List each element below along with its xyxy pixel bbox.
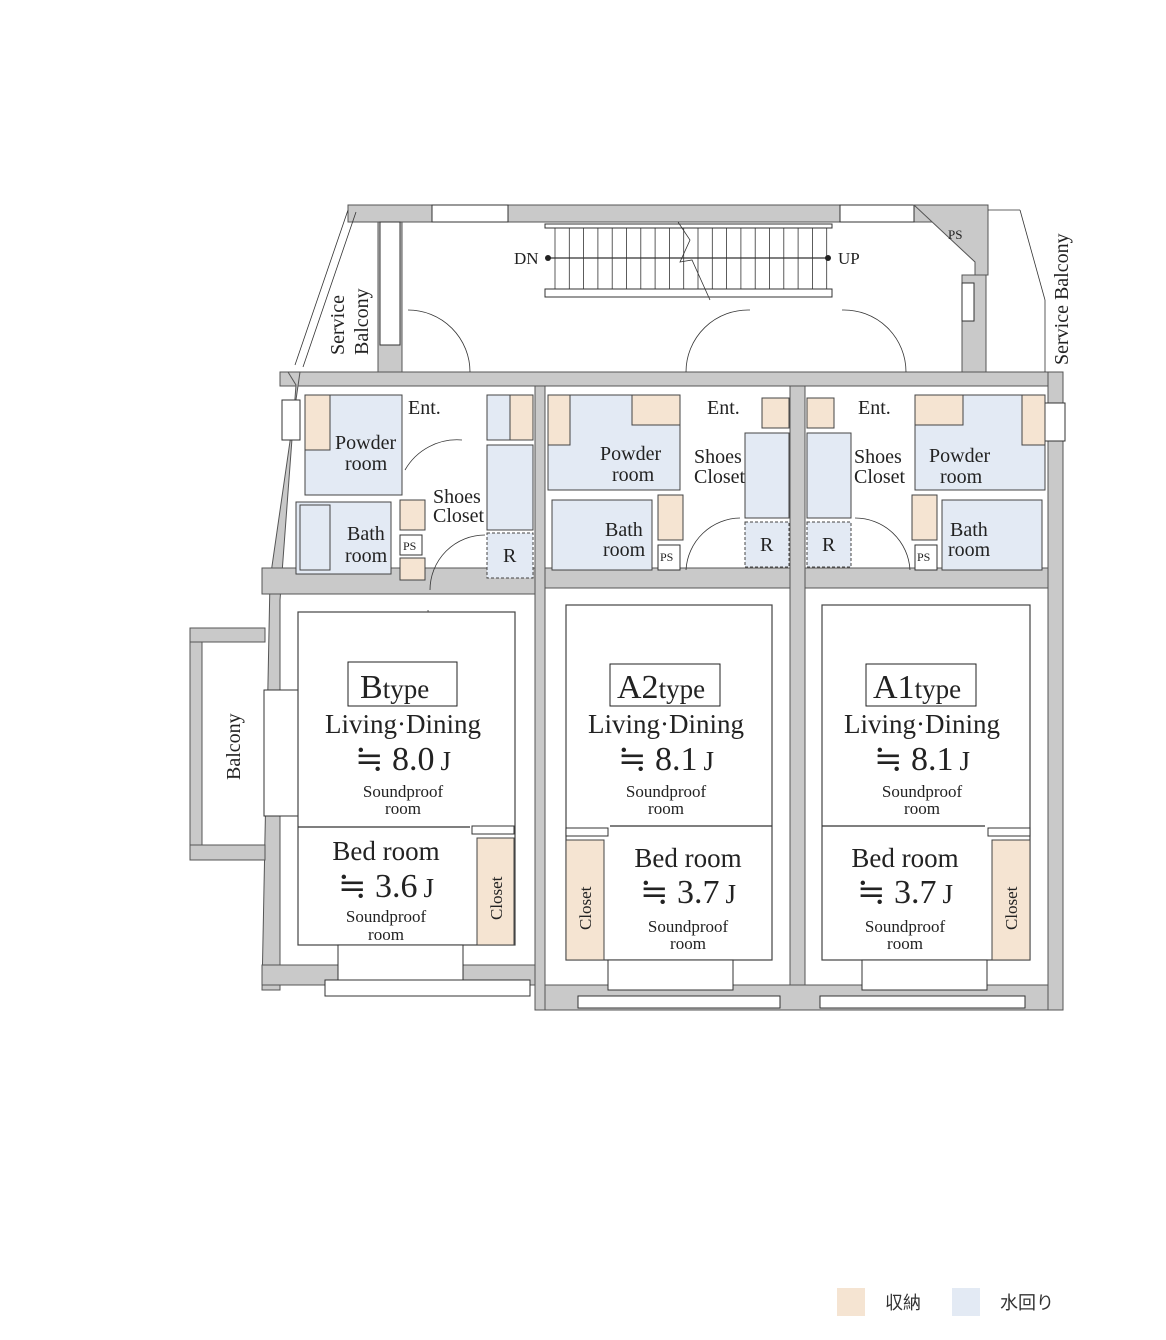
unit-b-ent-label: Ent. [408, 397, 441, 419]
unit-a1-ent-label: Ent. [858, 397, 891, 419]
unit-b-powder-label-1: Powder [335, 432, 396, 454]
unit-b-bath-label-1: Bath [347, 523, 385, 545]
unit-b-bed-unit: J [423, 873, 434, 903]
unit-a2-type-main: A2 [617, 669, 659, 706]
unit-b-shoes-label-1: Shoes [433, 486, 481, 508]
unit-b-closet-label: Closet [487, 876, 506, 920]
svg-text:≒ 8.1J: ≒ 8.1J [618, 741, 714, 778]
unit-b-ps-label: PS [403, 539, 416, 553]
unit-a1-type-suffix: type [915, 674, 962, 704]
unit-a1-fridge-label: R [822, 534, 836, 556]
legend-water: 水回り [952, 1288, 1054, 1316]
stairs-up-label: UP [838, 249, 860, 268]
unit-a2-bath-label-1: Bath [605, 519, 643, 541]
unit-a2-bed-room: room [670, 934, 706, 953]
stairs-down-label: DN [514, 249, 539, 268]
legend-storage-label: 収納 [885, 1293, 921, 1314]
svg-text:Btype: Btype [360, 669, 429, 706]
unit-a1-bed-unit: J [942, 879, 953, 909]
unit-a1-powder-label-2: room [940, 466, 983, 488]
unit-a2-living-area: ≒ 8.1 [618, 741, 698, 778]
unit-a2-shoes-label-1: Shoes [694, 446, 742, 468]
unit-a1-shoes-label-1: Shoes [854, 446, 902, 468]
balcony-label: Balcony [223, 713, 245, 780]
ps-label-common: PS [948, 227, 962, 242]
unit-b-living-soundproof: Soundproof [363, 782, 444, 801]
svg-text:A1type: A1type [873, 669, 961, 706]
svg-text:A2type: A2type [617, 669, 705, 706]
unit-b-bed-room: room [368, 925, 404, 944]
unit-a1-rooms [821, 604, 1031, 991]
service-balcony-left-label-2: Balcony [351, 288, 373, 355]
unit-a1-bed-room: room [887, 934, 923, 953]
unit-b-living-room: room [385, 799, 421, 818]
unit-a1-shoes-label-2: Closet [854, 466, 906, 488]
unit-a1-bath-label-2: room [948, 539, 991, 561]
unit-b-living-label: Living·Dining [325, 709, 481, 739]
unit-a1-living-unit: J [959, 746, 970, 776]
svg-text:≒ 3.6J: ≒ 3.6J [338, 868, 434, 905]
unit-b-bed-area: ≒ 3.6 [338, 868, 418, 905]
svg-text:≒ 3.7J: ≒ 3.7J [857, 874, 953, 911]
unit-a2-bed-soundproof: Soundproof [648, 917, 729, 936]
unit-a2-ps-label: PS [660, 550, 673, 564]
unit-a1-bed-soundproof: Soundproof [865, 917, 946, 936]
unit-a2-living-unit: J [703, 746, 714, 776]
legend-storage: 収納 [837, 1288, 921, 1316]
unit-b-living-area: ≒ 8.0 [355, 741, 435, 778]
svg-text:≒ 8.1J: ≒ 8.1J [874, 741, 970, 778]
svg-text:≒ 8.0J: ≒ 8.0J [355, 741, 451, 778]
unit-a2-rooms [565, 604, 773, 991]
staircase [544, 221, 833, 301]
unit-a2-wet-area [547, 309, 790, 661]
unit-a1-wet-area [806, 309, 1046, 661]
svg-text:≒ 3.7J: ≒ 3.7J [640, 874, 736, 911]
unit-a1-ps-label: PS [917, 550, 930, 564]
unit-b-powder-label-2: room [345, 453, 388, 475]
unit-a1-living-area: ≒ 8.1 [874, 741, 954, 778]
unit-b-type-main: B [360, 669, 383, 706]
unit-a2-type-suffix: type [659, 674, 706, 704]
unit-a2-powder-label-2: room [612, 464, 655, 486]
service-balcony-right-label: Service Balcony [1051, 233, 1073, 365]
unit-a2-fridge-label: R [760, 534, 774, 556]
unit-b-bed-label: Bed room [332, 836, 439, 866]
unit-a1-type-main: A1 [873, 669, 915, 706]
unit-a1-bed-label: Bed room [851, 843, 958, 873]
unit-b-rooms [297, 611, 516, 981]
unit-a2-closet-label: Closet [576, 886, 595, 930]
unit-a2-powder-label-1: Powder [600, 443, 661, 465]
unit-a2-shoes-label-2: Closet [694, 466, 746, 488]
unit-a1-living-label: Living·Dining [844, 709, 1000, 739]
unit-a2-bath-label-2: room [603, 539, 646, 561]
unit-a2-living-room: room [648, 799, 684, 818]
unit-a1-powder-label-1: Powder [929, 445, 990, 467]
unit-b-shoes-label-2: Closet [433, 505, 485, 527]
unit-a1-living-soundproof: Soundproof [882, 782, 963, 801]
unit-b-type-suffix: type [383, 674, 430, 704]
unit-a2-bed-unit: J [725, 879, 736, 909]
unit-a2-bed-area: ≒ 3.7 [640, 874, 720, 911]
water-swatch [952, 1288, 980, 1316]
storage-swatch [837, 1288, 865, 1316]
unit-b-living-unit: J [440, 746, 451, 776]
legend-water-label: 水回り [1000, 1293, 1054, 1314]
unit-b-bath-label-2: room [345, 545, 388, 567]
unit-a2-ent-label: Ent. [707, 397, 740, 419]
unit-a1-bath-label-1: Bath [950, 519, 988, 541]
unit-b-bed-soundproof: Soundproof [346, 907, 427, 926]
service-balcony-left-label-1: Service [327, 295, 349, 355]
unit-a2-bed-label: Bed room [634, 843, 741, 873]
unit-b-fridge-label: R [503, 545, 517, 567]
unit-b-wet-area [295, 309, 534, 666]
unit-a2-living-label: Living·Dining [588, 709, 744, 739]
unit-a1-bed-area: ≒ 3.7 [857, 874, 937, 911]
unit-a1-living-room: room [904, 799, 940, 818]
unit-a2-living-soundproof: Soundproof [626, 782, 707, 801]
unit-a1-closet-label: Closet [1002, 886, 1021, 930]
